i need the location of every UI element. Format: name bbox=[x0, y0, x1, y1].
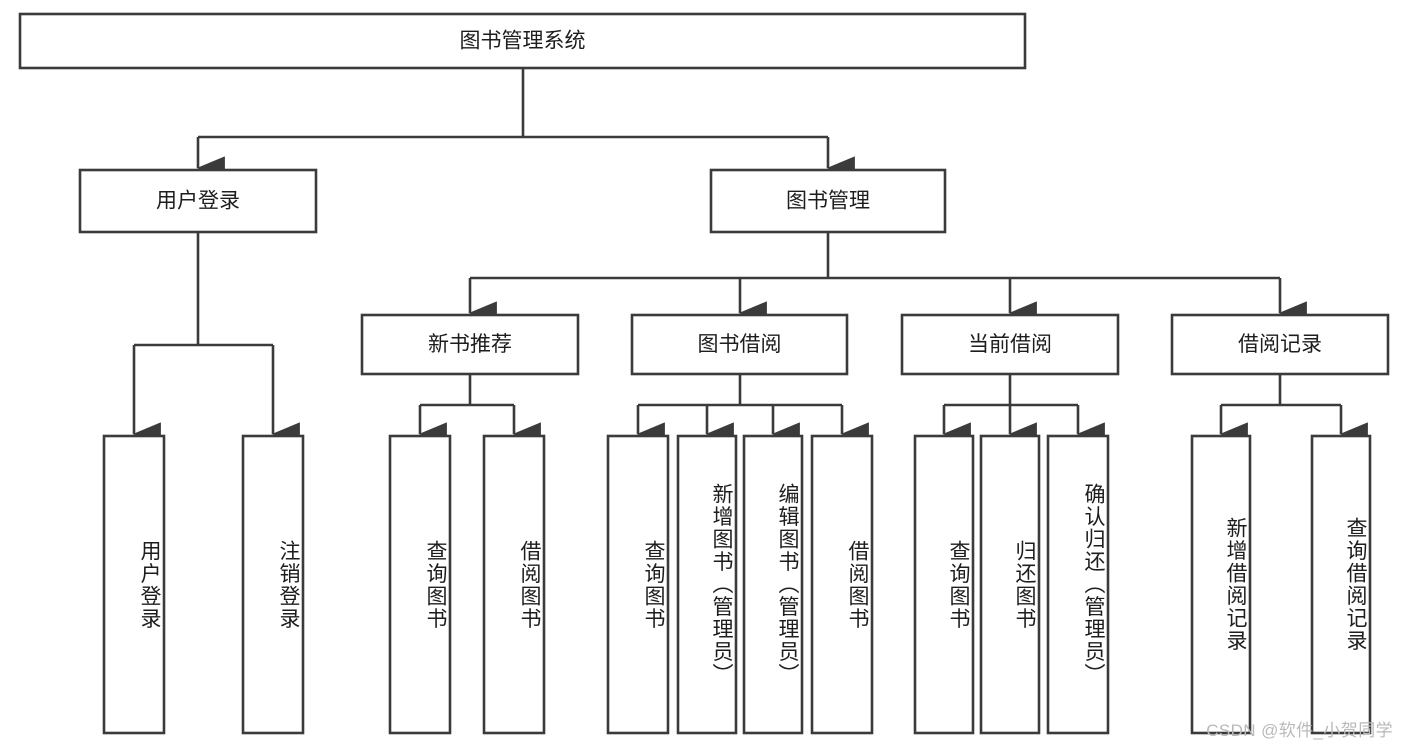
node-box-leaf-2[interactable] bbox=[388, 434, 452, 735]
node-box-leaf-9[interactable] bbox=[979, 434, 1041, 735]
node-box-leaf-8[interactable] bbox=[913, 434, 975, 735]
node-label-l3-2: 当前借阅 bbox=[968, 333, 1052, 356]
node-label-root-0: 图书管理系统 bbox=[460, 30, 586, 53]
node-box-leaf-10[interactable] bbox=[1046, 434, 1110, 735]
node-box-leaf-0[interactable] bbox=[102, 434, 166, 735]
node-box-l3-0[interactable] bbox=[360, 313, 580, 376]
node-label-l3-1: 图书借阅 bbox=[698, 333, 782, 356]
node-box-l3-3[interactable] bbox=[1170, 313, 1390, 376]
node-boxes bbox=[18, 12, 1390, 735]
node-box-leaf-6[interactable] bbox=[742, 434, 804, 735]
node-label-l3-3: 借阅记录 bbox=[1238, 333, 1322, 356]
node-box-leaf-7[interactable] bbox=[810, 434, 874, 735]
node-box-l2-0[interactable] bbox=[78, 168, 318, 234]
node-label-l3-0: 新书推荐 bbox=[428, 333, 512, 356]
node-box-leaf-3[interactable] bbox=[482, 434, 546, 735]
watermark-credit: CSDN @软件_小贺同学 bbox=[1206, 721, 1393, 740]
connector-lines bbox=[132, 68, 1368, 446]
node-box-leaf-11[interactable] bbox=[1190, 434, 1252, 735]
node-label-l2-0: 用户登录 bbox=[156, 190, 240, 213]
node-box-root-0[interactable] bbox=[18, 12, 1027, 70]
node-label-l2-1: 图书管理 bbox=[786, 190, 870, 213]
node-box-l3-2[interactable] bbox=[900, 313, 1120, 376]
node-box-leaf-1[interactable] bbox=[241, 434, 305, 735]
node-box-l2-1[interactable] bbox=[709, 168, 947, 234]
node-box-leaf-12[interactable] bbox=[1310, 434, 1372, 735]
node-box-leaf-5[interactable] bbox=[676, 434, 738, 735]
node-box-leaf-4[interactable] bbox=[606, 434, 670, 735]
node-box-l3-1[interactable] bbox=[630, 313, 849, 376]
